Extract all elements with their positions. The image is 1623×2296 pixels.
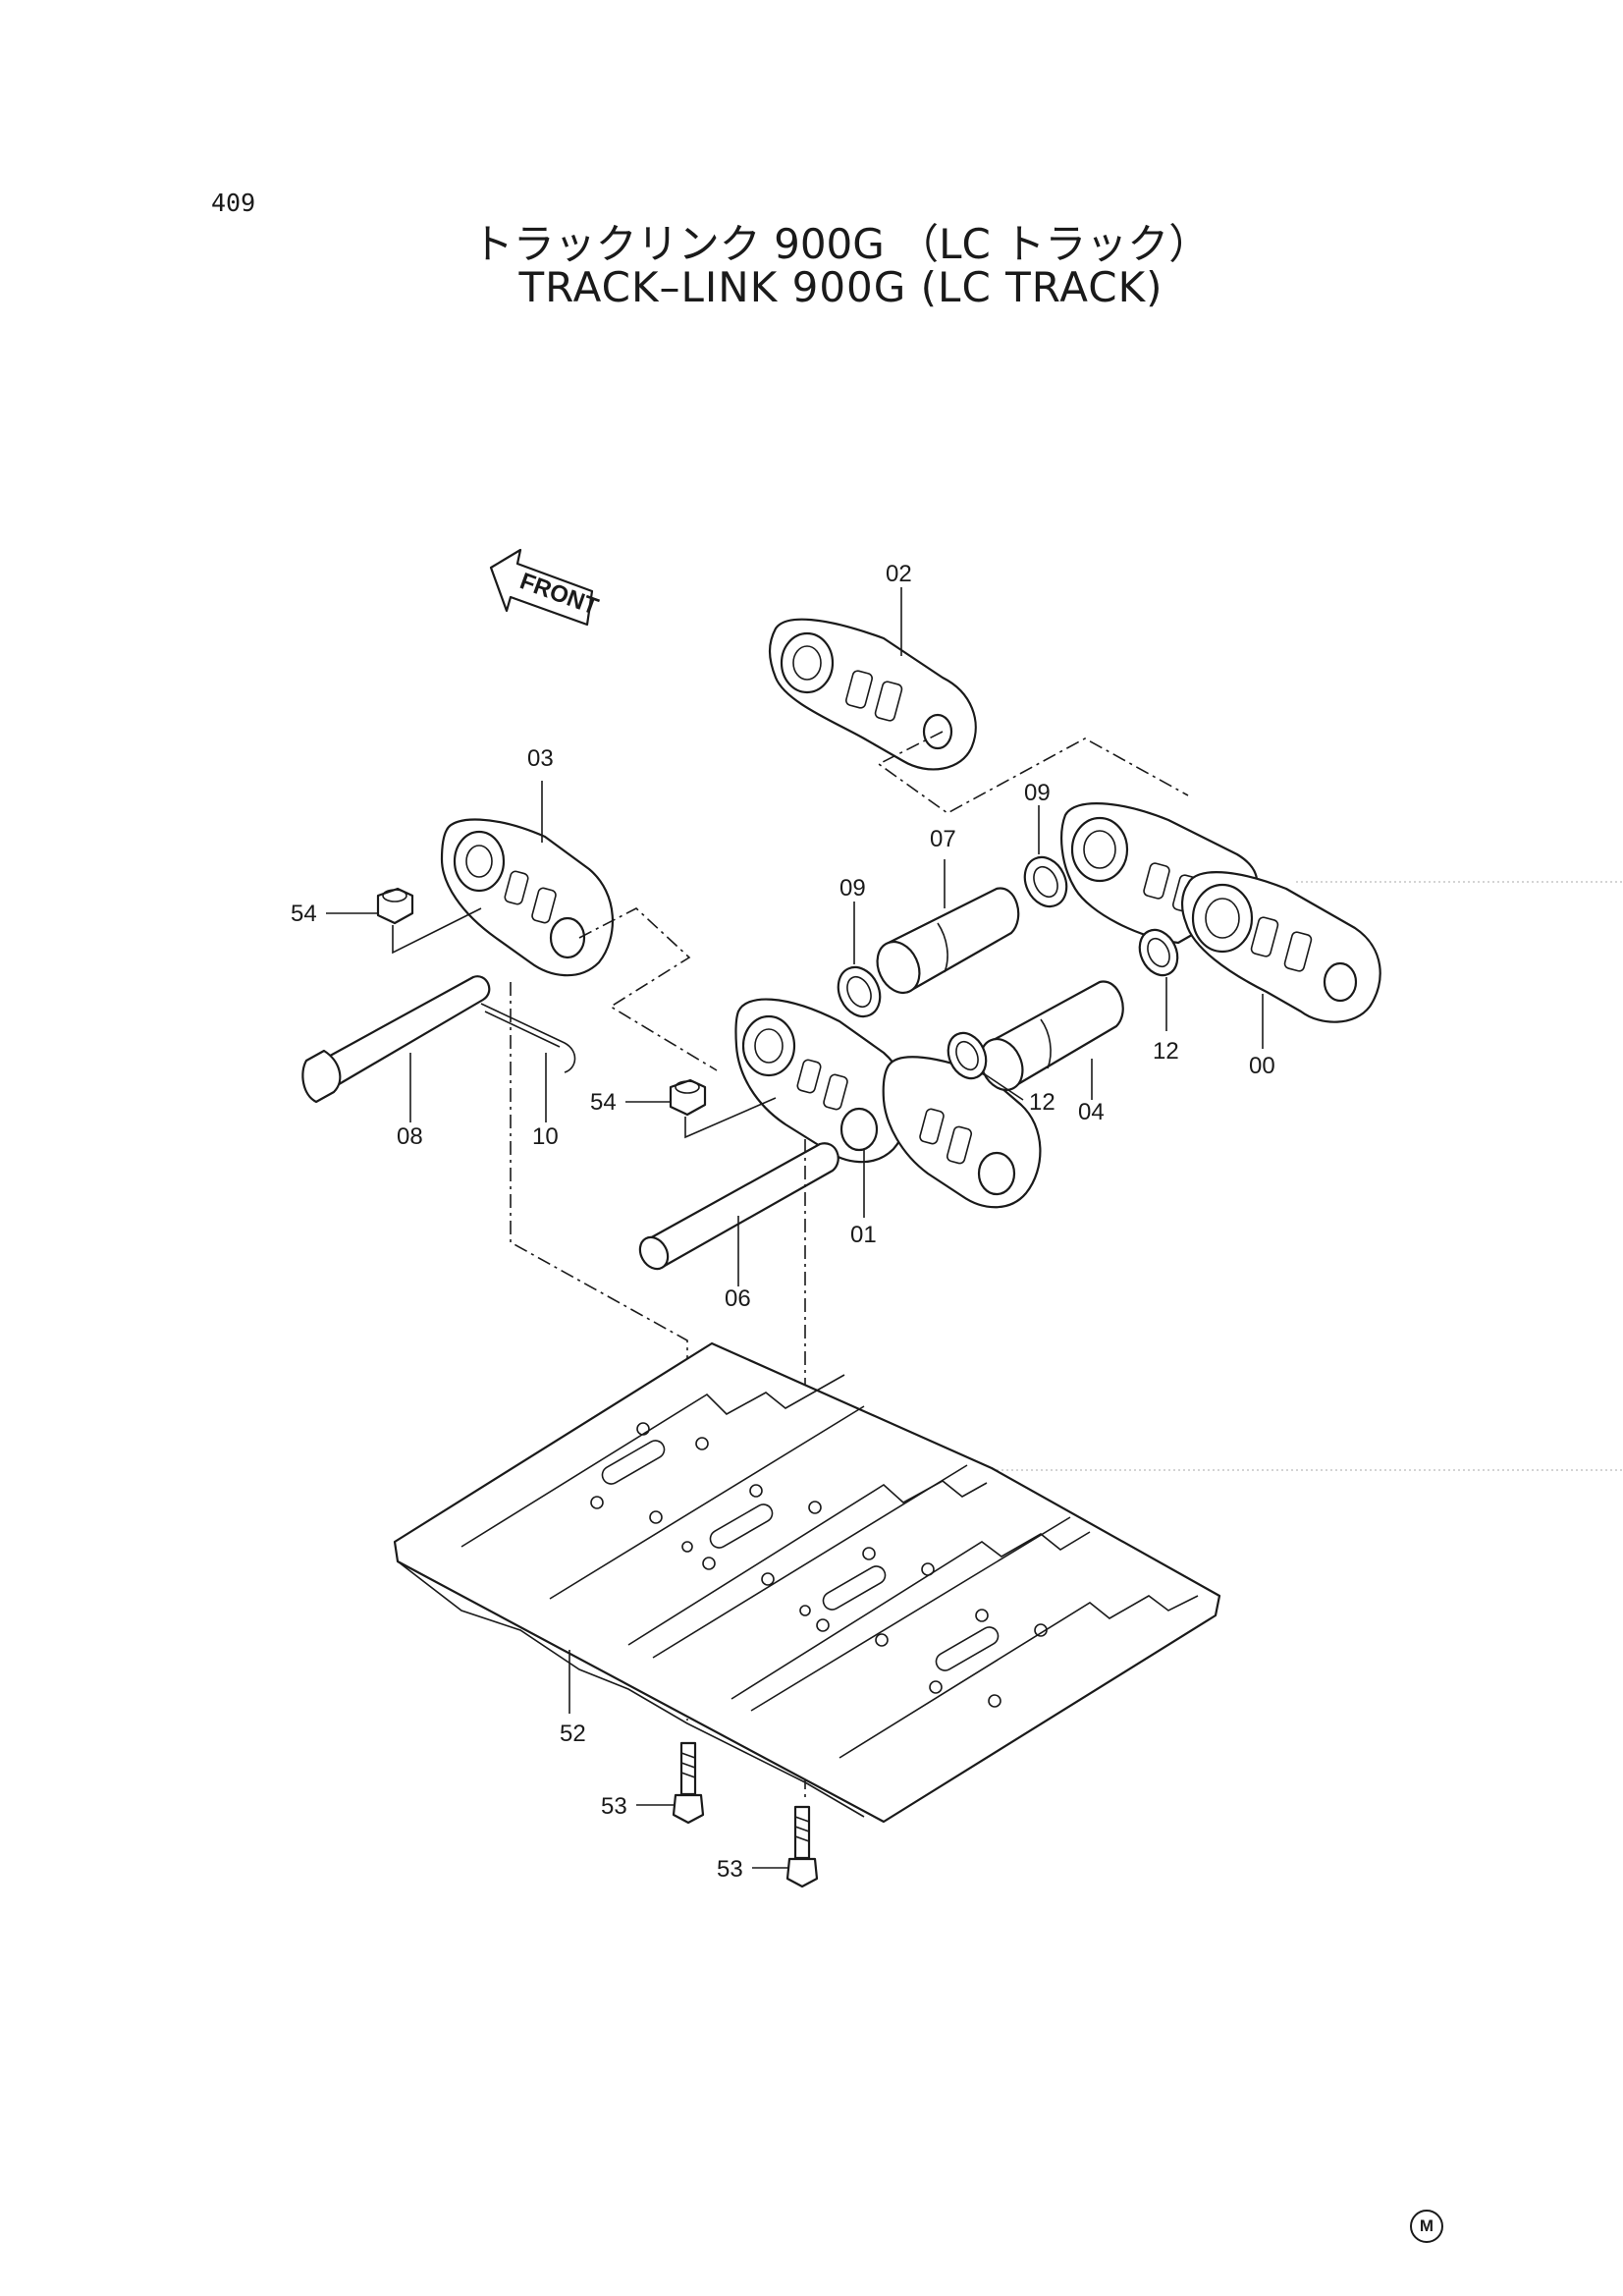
page-number: 409 [211, 189, 256, 217]
nut-54-lower [625, 1078, 777, 1139]
bushing-04 [979, 980, 1124, 1100]
callout-00: 00 [1249, 1053, 1275, 1079]
callout-08: 08 [397, 1123, 423, 1150]
track-shoe-52 [393, 1341, 1221, 1824]
callout-03: 03 [527, 745, 554, 772]
callout-54-upper: 54 [291, 901, 317, 927]
callout-09-left: 09 [839, 875, 866, 902]
corner-m-mark: M [1410, 2210, 1443, 2243]
bolt-53-right [752, 1805, 819, 1888]
bushing-07 [876, 859, 1020, 994]
callout-06: 06 [725, 1285, 751, 1312]
callout-12-left: 12 [1029, 1089, 1055, 1116]
seal-09-left [837, 902, 882, 1018]
seal-12-right [1138, 928, 1179, 1031]
callout-10: 10 [532, 1123, 559, 1150]
callout-07: 07 [930, 826, 956, 852]
assembly-line-03-01 [578, 907, 718, 1071]
track-link-02 [768, 587, 977, 771]
callout-02: 02 [886, 561, 912, 587]
track-link-03 [440, 781, 615, 977]
pin-08 [301, 975, 491, 1122]
seal-12-left [947, 1031, 1024, 1101]
title-japanese: トラックリンク 900G （LC トラック） [471, 220, 1211, 268]
callout-53-right: 53 [717, 1856, 743, 1883]
assembly-line-02-00 [877, 731, 1189, 814]
nut-54-upper [326, 887, 482, 955]
callout-09-right: 09 [1024, 780, 1051, 806]
bolt-53-left [636, 1741, 705, 1825]
callout-53-left: 53 [601, 1793, 627, 1820]
spring-pin-10 [480, 1003, 576, 1122]
front-arrow-icon: FRONT [489, 548, 602, 627]
callout-04: 04 [1078, 1099, 1105, 1125]
callout-12-right: 12 [1153, 1038, 1179, 1065]
callout-54-lower: 54 [590, 1089, 617, 1116]
callout-01: 01 [850, 1222, 877, 1248]
track-link-00 [1060, 801, 1381, 1049]
track-link-01 [734, 998, 1042, 1218]
title-english: TRACK–LINK 900G (LC TRACK) [518, 263, 1163, 311]
pin-06 [638, 1142, 839, 1286]
seal-09-right [1023, 805, 1068, 908]
callout-52: 52 [560, 1721, 586, 1747]
